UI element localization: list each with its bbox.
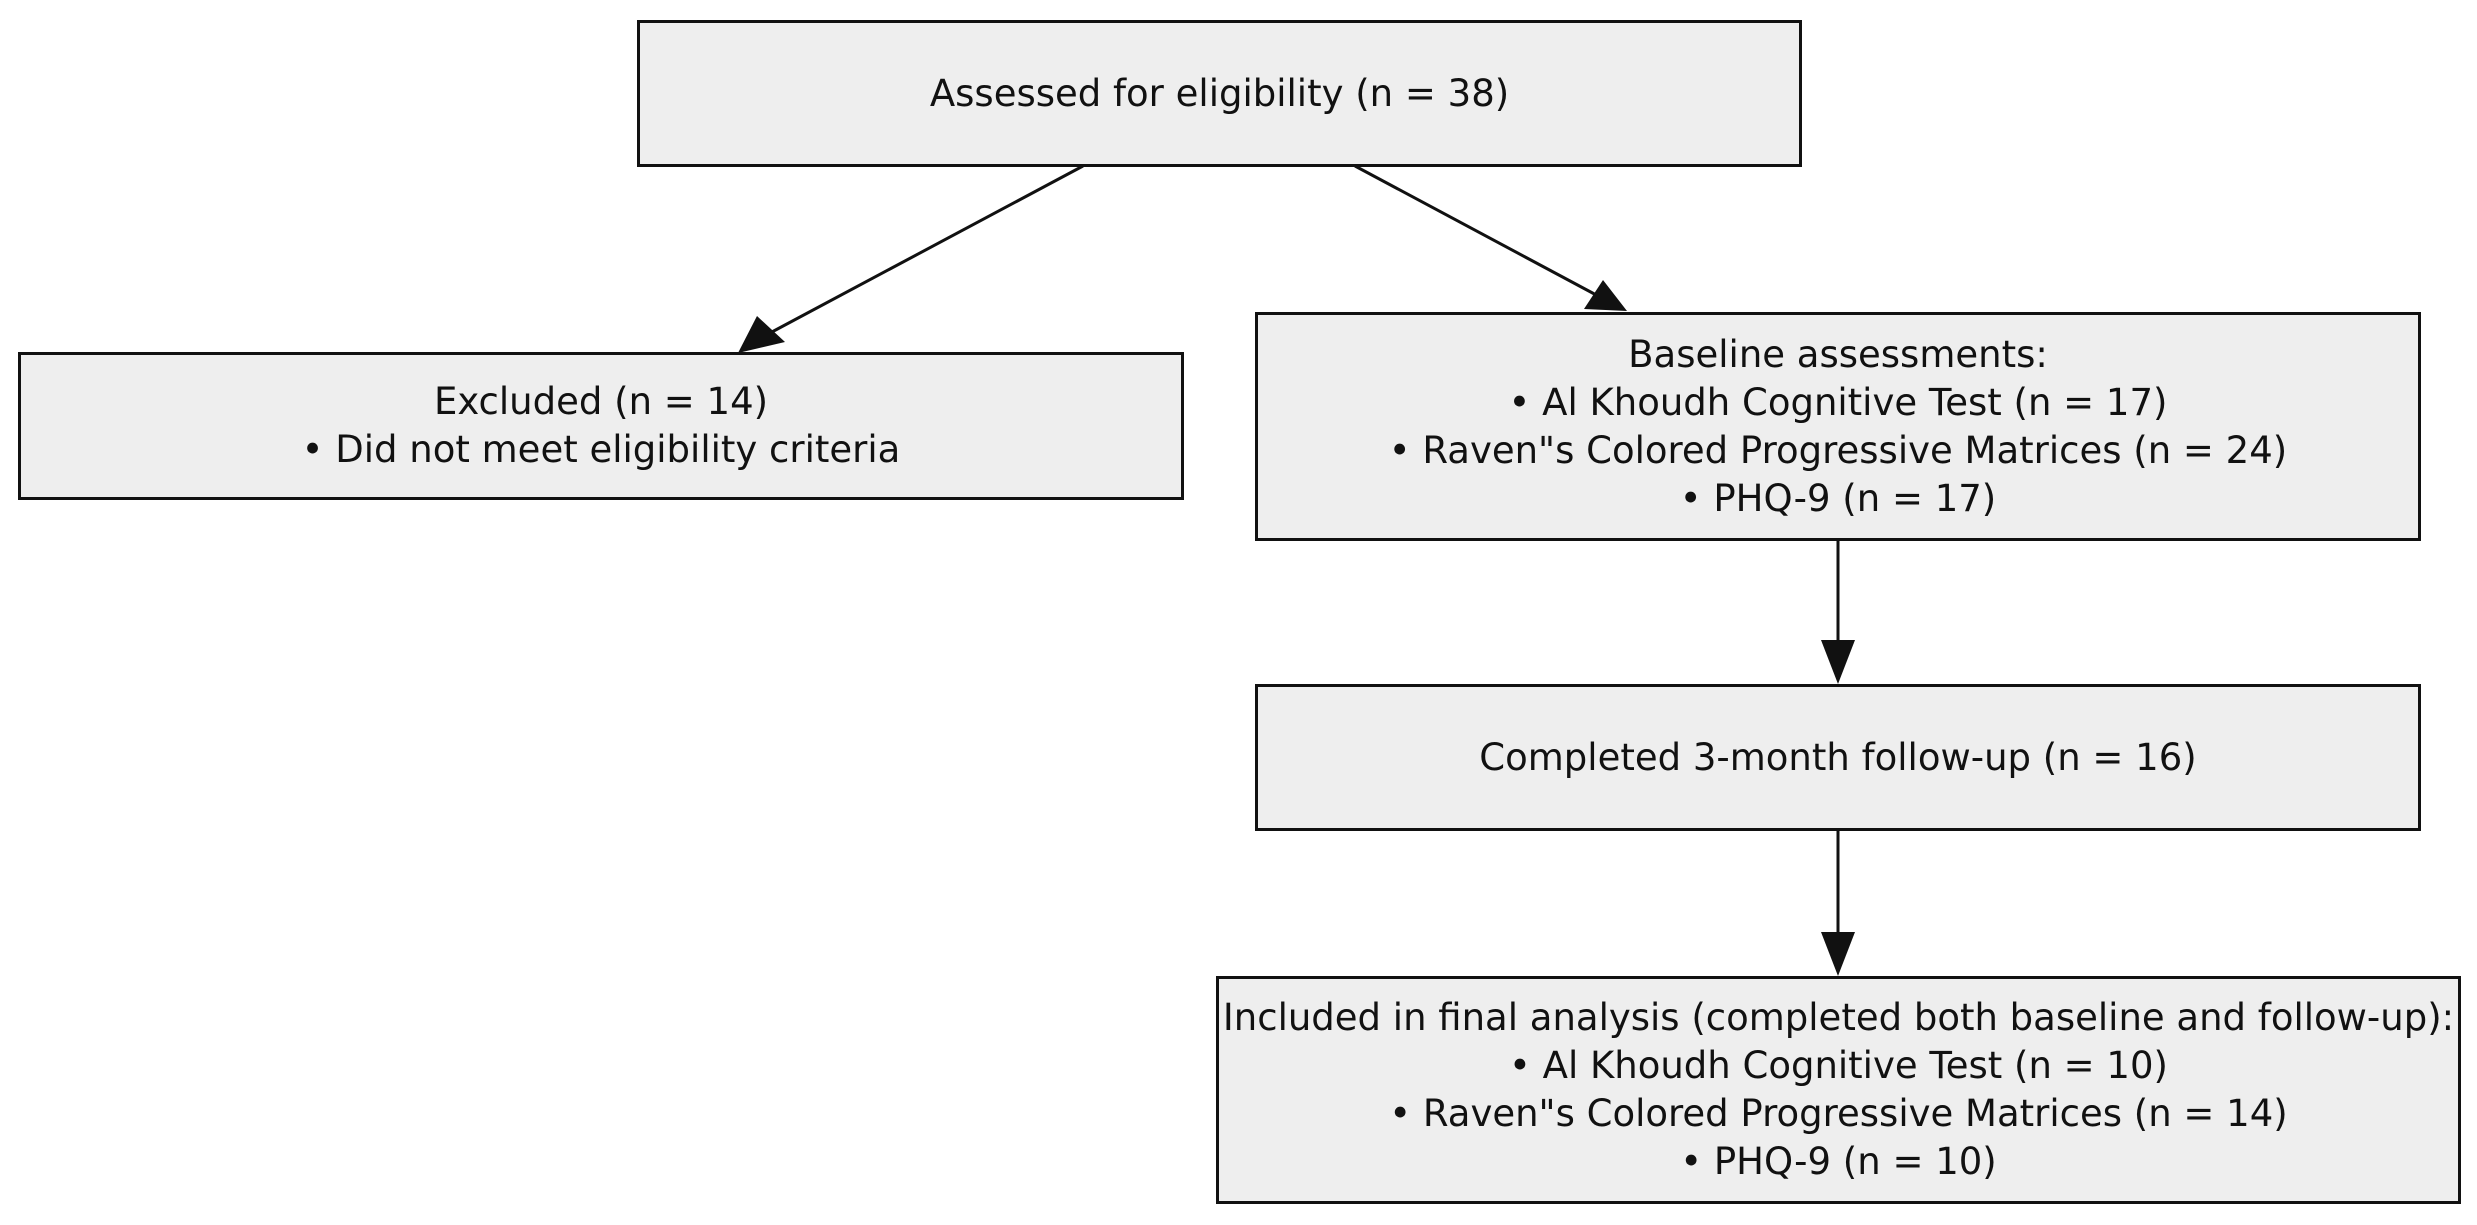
final-analysis-box: Included in final analysis (completed bo… <box>1216 976 2461 1204</box>
baseline-title: Baseline assessments: <box>1628 332 2048 376</box>
final-title: Included in final analysis (completed bo… <box>1222 996 2455 1039</box>
baseline-item-khoudh: • Al Khoudh Cognitive Test (n = 17) <box>1508 380 2168 424</box>
baseline-assessments-box: Baseline assessments: • Al Khoudh Cognit… <box>1255 312 2421 541</box>
excluded-reason: • Did not meet eligibility criteria <box>301 428 901 471</box>
baseline-item-raven: • Raven"s Colored Progressive Matrices (… <box>1388 428 2288 472</box>
arrow-assessed-to-excluded <box>738 164 1084 353</box>
assessed-eligibility-box: Assessed for eligibility (n = 38) <box>637 20 1802 167</box>
arrow-followup-to-final <box>1821 831 1855 976</box>
arrow-assessed-to-baseline <box>1354 164 1627 311</box>
excluded-title: Excluded (n = 14) <box>433 380 769 423</box>
excluded-box: Excluded (n = 14) • Did not meet eligibi… <box>18 352 1184 500</box>
baseline-item-phq9: • PHQ-9 (n = 17) <box>1679 476 1997 520</box>
arrow-baseline-to-followup <box>1821 541 1855 684</box>
assessed-eligibility-text: Assessed for eligibility (n = 38) <box>929 71 1510 115</box>
final-item-khoudh: • Al Khoudh Cognitive Test (n = 10) <box>1509 1044 2168 1087</box>
final-item-phq9: • PHQ-9 (n = 10) <box>1680 1140 1997 1183</box>
followup-box: Completed 3-month follow-up (n = 16) <box>1255 684 2421 831</box>
final-item-raven: • Raven"s Colored Progressive Matrices (… <box>1389 1092 2288 1135</box>
followup-text: Completed 3-month follow-up (n = 16) <box>1479 735 2197 779</box>
